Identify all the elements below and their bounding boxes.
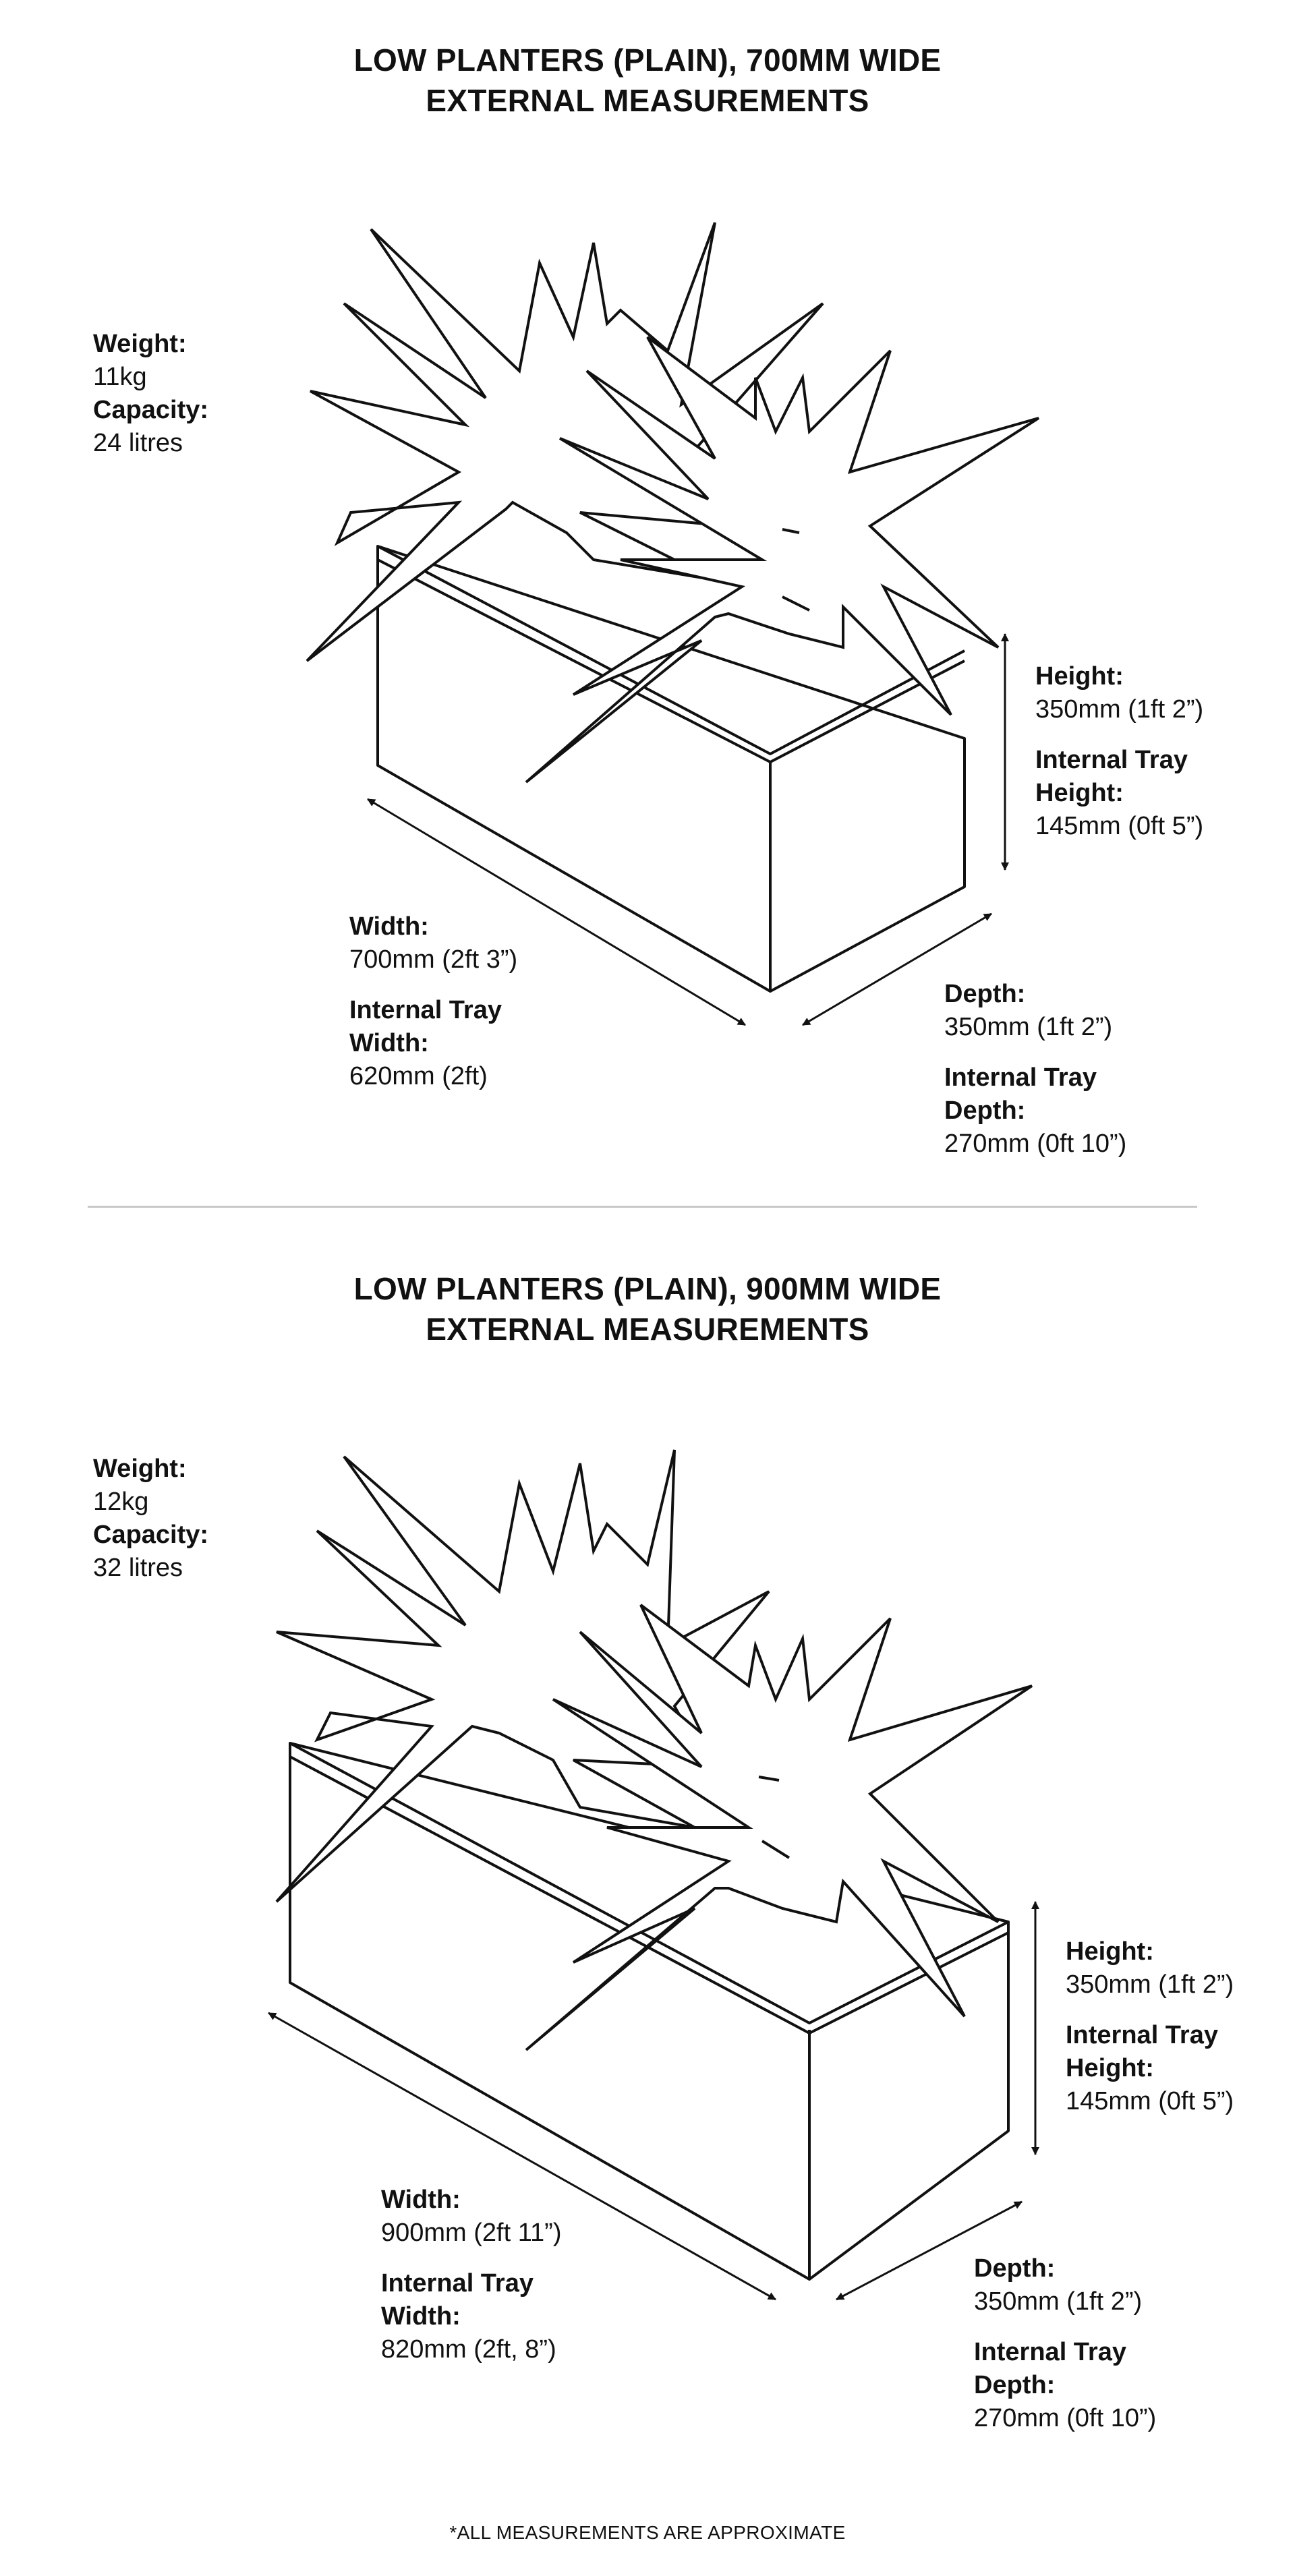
planter2-grass-left (275, 1449, 770, 1903)
tray-depth-label-2: Depth: (944, 1096, 1026, 1125)
depth-dimension-arrow (836, 2200, 1023, 2301)
planter1-top-inner-edge (377, 558, 965, 763)
section1-title-line1: LOW PLANTERS (PLAIN), 700MM WIDE (353, 42, 942, 78)
planter2-grass-mark (761, 1840, 790, 1859)
section1-height-block: Height: 350mm (1ft 2”) Internal Tray Hei… (1035, 660, 1203, 843)
tray-depth-value: 270mm (0ft 10”) (974, 2404, 1157, 2432)
grass-plant-drawing (275, 1449, 1033, 2051)
tray-depth-value: 270mm (0ft 10”) (944, 1130, 1127, 1158)
planter2-grass-mark (758, 1776, 780, 1782)
planter2-top-near-edge (289, 1742, 1009, 2024)
weight-label: Weight: (93, 1455, 187, 1483)
tray-height-label-1: Internal Tray (1066, 2021, 1218, 2049)
tray-height-value: 145mm (0ft 5”) (1035, 812, 1204, 840)
dimension-arrows-1 (367, 633, 1009, 1026)
section1-weight-capacity: Weight: 11kg Capacity: 24 litres (93, 328, 208, 460)
tray-width-value: 620mm (2ft) (349, 1062, 488, 1090)
dimension-arrows-2 (268, 1901, 1039, 2301)
tray-height-value: 145mm (0ft 5”) (1066, 2087, 1234, 2115)
tray-depth-label-1: Internal Tray (944, 1063, 1097, 1092)
planter1-grass-mark (782, 595, 810, 612)
section2-title-line2: EXTERNAL MEASUREMENTS (426, 1312, 869, 1347)
planter1-grass-mark (782, 528, 800, 534)
width-dimension-arrow (367, 798, 746, 1026)
section1-title-line2: EXTERNAL MEASUREMENTS (426, 83, 869, 118)
capacity-value: 24 litres (93, 429, 183, 457)
section2-height-block: Height: 350mm (1ft 2”) Internal Tray Hei… (1066, 1935, 1234, 2118)
tray-depth-label-2: Depth: (974, 2371, 1056, 2399)
tray-width-label-2: Width: (381, 2302, 461, 2331)
capacity-value: 32 litres (93, 1554, 183, 1582)
height-value: 350mm (1ft 2”) (1035, 695, 1204, 724)
grass-plant-drawing (306, 222, 1040, 784)
planter1-grass-right (525, 336, 1040, 784)
weight-value: 11kg (93, 363, 147, 391)
depth-dimension-arrow (802, 912, 992, 1026)
section-divider (88, 1206, 1197, 1208)
tray-width-value: 820mm (2ft, 8”) (381, 2335, 556, 2364)
tray-height-label-1: Internal Tray (1035, 746, 1188, 774)
planter2-top-inner-edge (289, 1755, 1009, 2035)
footnote: *ALL MEASUREMENTS ARE APPROXIMATE (449, 2522, 846, 2543)
weight-value: 12kg (93, 1488, 149, 1516)
tray-height-label-2: Height: (1035, 779, 1124, 807)
tray-depth-label-1: Internal Tray (974, 2338, 1126, 2366)
tray-height-label-2: Height: (1066, 2054, 1154, 2082)
section2-title-line1: LOW PLANTERS (PLAIN), 900MM WIDE (353, 1271, 942, 1306)
capacity-label: Capacity: (93, 1521, 209, 1549)
weight-label: Weight: (93, 330, 187, 358)
planter2-grass-right (525, 1604, 1033, 2051)
capacity-label: Capacity: (93, 396, 209, 424)
height-label: Height: (1066, 1937, 1154, 1966)
planter1-top-near-edge (377, 545, 965, 755)
width-dimension-arrow (268, 2012, 776, 2301)
height-value: 350mm (1ft 2”) (1066, 1970, 1234, 1999)
tray-width-label-2: Width: (349, 1029, 429, 1057)
height-label: Height: (1035, 662, 1124, 691)
section2-weight-capacity: Weight: 12kg Capacity: 32 litres (93, 1453, 208, 1585)
